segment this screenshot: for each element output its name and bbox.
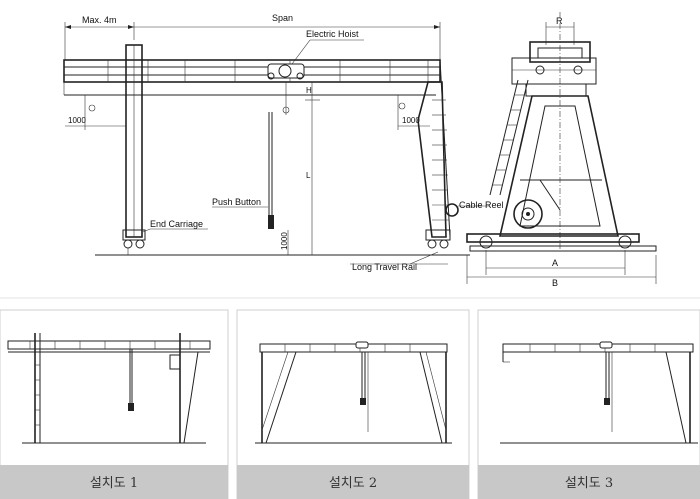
side-elevation: Max. 4m Span Electric Hoist: [63, 13, 504, 272]
h-dim-label: H: [306, 86, 312, 95]
end-elevation: R: [466, 12, 657, 288]
electric-hoist: [267, 63, 305, 80]
end-carriage-label: End Carriage: [150, 219, 203, 229]
long-travel-rail-label: Long Travel Rail: [352, 262, 417, 272]
installation-caption-2: 설치도 2: [329, 476, 377, 491]
l-dim-label: L: [306, 171, 311, 180]
installation-caption-1: 설치도 1: [90, 476, 138, 491]
dim-1000-right: 1000: [402, 116, 420, 125]
a-dim-label: A: [552, 258, 558, 268]
electric-hoist-label: Electric Hoist: [306, 29, 359, 39]
dim-1000-left: 1000: [68, 116, 86, 125]
installation-panel-1: 설치도 1: [0, 309, 229, 499]
max-4m-label: Max. 4m: [82, 15, 117, 25]
caption-bar-3: [478, 465, 700, 499]
span-label: Span: [272, 13, 293, 23]
cable-reel-label: Cable Reel: [459, 200, 504, 210]
installation-panel-2: 설치도 2: [236, 309, 470, 499]
dim-1000-vertical: 1000: [280, 232, 289, 250]
r-dim-label: R: [556, 16, 563, 26]
caption-bar-1: [0, 465, 228, 499]
b-dim-label: B: [552, 278, 558, 288]
caption-bar-2: [237, 465, 469, 499]
installation-panel-3: 설치도 3: [477, 309, 700, 499]
push-button-label: Push Button: [212, 197, 261, 207]
installation-caption-3: 설치도 3: [565, 476, 613, 491]
